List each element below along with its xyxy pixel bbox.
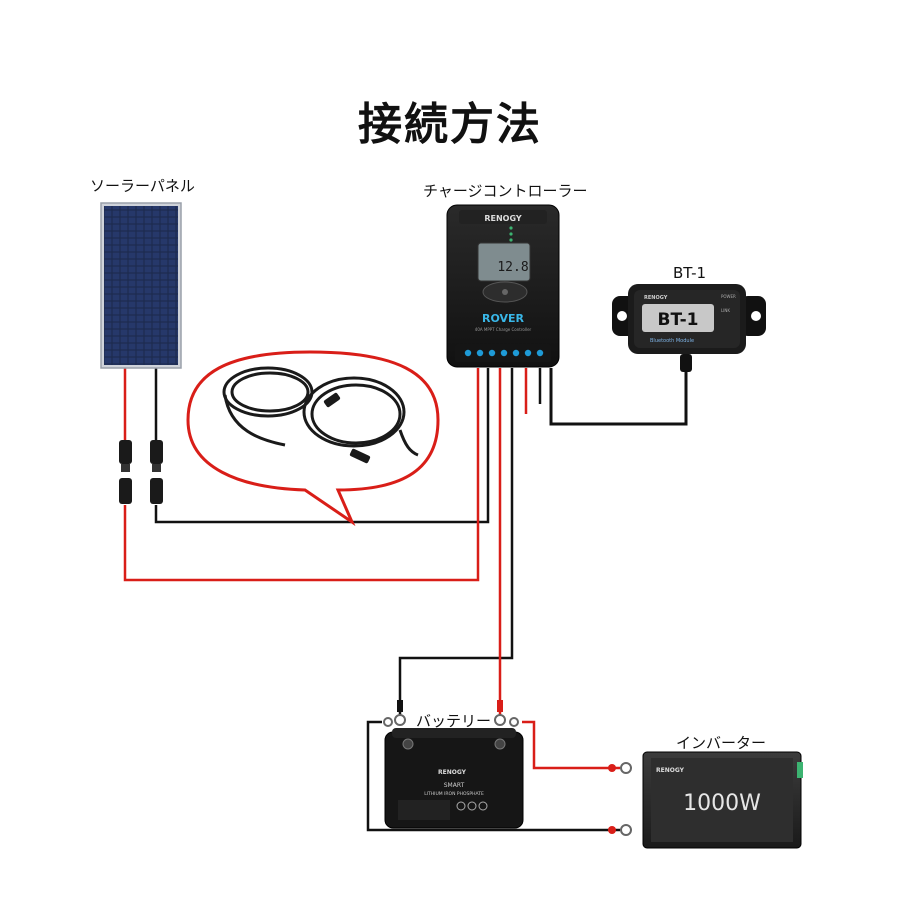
bt1-brand: RENOGY xyxy=(644,295,668,301)
battery-negative-wire xyxy=(398,368,514,715)
page-title: 接続方法 xyxy=(358,99,542,150)
battery-line2: LITHIUM IRON PHOSPHATE xyxy=(424,791,484,797)
bt1-power-label: POWER xyxy=(721,294,736,299)
inverter-negative-wire xyxy=(366,720,620,832)
controller-subtitle: 40A MPPT Charge Controller xyxy=(475,327,532,332)
panel-positive-wire-lower xyxy=(123,368,480,582)
mc4-connectors xyxy=(119,440,163,504)
wires xyxy=(123,368,688,832)
controller-screen xyxy=(477,242,531,282)
inverter-rating: 1000W xyxy=(683,791,761,816)
extension-cables xyxy=(222,366,419,457)
solar-panel xyxy=(100,202,182,369)
controller-screen-value: 12.8 xyxy=(497,260,528,275)
bt1-label: BT-1 xyxy=(673,264,707,282)
cable-callout xyxy=(186,350,440,527)
charge-controller: RENOGY 12.8 ROVER 40A MPPT Charge Contro… xyxy=(446,204,560,368)
battery-label: バッテリー xyxy=(416,712,492,730)
bt1-module: RENOGY POWER LINK BT-1 Bluetooth Module xyxy=(612,284,766,372)
solar-panel-label: ソーラーパネル xyxy=(90,177,195,195)
controller-terminals xyxy=(464,349,544,357)
ring-lugs xyxy=(383,714,632,836)
bt1-name: BT-1 xyxy=(658,310,699,330)
inverter-positive-wire xyxy=(522,720,620,770)
inverter-unit: RENOGY 1000W xyxy=(642,751,803,849)
controller-brand: RENOGY xyxy=(484,214,522,223)
controller-model: ROVER xyxy=(482,312,525,325)
charge-controller-label: チャージコントローラー xyxy=(423,182,588,200)
bt1-caption: Bluetooth Module xyxy=(650,338,694,344)
inverter-label: インバーター xyxy=(676,734,767,752)
bt1-cable xyxy=(549,368,688,426)
panel-negative-wire-lower xyxy=(154,368,490,524)
battery-line1: SMART xyxy=(444,782,465,789)
battery-unit: RENOGY SMART LITHIUM IRON PHOSPHATE xyxy=(384,728,524,829)
inverter-brand: RENOGY xyxy=(656,767,685,774)
bt1-link-label: LINK xyxy=(721,308,730,313)
battery-brand: RENOGY xyxy=(438,769,467,776)
